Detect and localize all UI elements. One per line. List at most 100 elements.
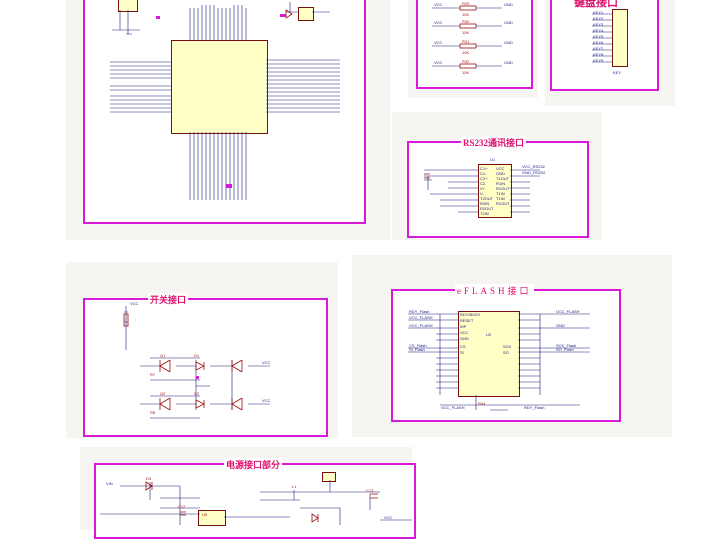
eflash-net-bottom: VCC_FLASH — [441, 405, 465, 410]
relay-title: 开关接口 — [148, 293, 189, 306]
eflash-net-bottom: RDY_Flash — [524, 405, 545, 410]
relay-supply: VCC — [130, 301, 139, 306]
relay-part: D2 — [194, 391, 200, 396]
relay-part: R8 — [150, 410, 156, 415]
resistor-ref: R29 — [462, 1, 470, 6]
net-label: VCC — [434, 40, 443, 45]
net-label: GND — [504, 20, 513, 25]
keyboard-pin: KEY8 — [593, 52, 604, 57]
rs232-pin-right: R1IN — [496, 181, 506, 186]
eflash-chip — [458, 311, 520, 397]
relay-part: Q1 — [160, 353, 166, 358]
rs232-title: RS232通讯接口 — [461, 136, 527, 149]
net-label: GND — [504, 2, 513, 7]
power-part: D3 — [146, 476, 152, 481]
eflash-net-right: GND — [556, 323, 565, 328]
rs232-pin-left: V+ — [480, 186, 486, 191]
rs232-net: GND_RS232 — [522, 170, 546, 175]
keyboard-frame — [550, 0, 659, 91]
rs232-chip-ref: U1 — [490, 157, 496, 162]
rs232-pin-right: R1OUT — [496, 186, 510, 191]
relay-part: R7 — [150, 372, 156, 377]
rs232-pin-left: C1+ — [480, 166, 488, 171]
eflash-pin: SCK — [503, 344, 512, 349]
relay-net: VCC — [262, 398, 271, 403]
net-label: GND — [504, 40, 513, 45]
relay-part: D1 — [194, 353, 200, 358]
eflash-net-left: VCC_FLASH — [409, 315, 433, 320]
keyboard-pin: KEY4 — [593, 28, 604, 33]
rs232-pin-left: T2IN — [480, 211, 489, 216]
eflash-net-right: SCK_Flash — [556, 343, 577, 348]
power-title: 电源接口部分 — [224, 458, 283, 471]
resistor-value: 10K — [462, 12, 470, 17]
rs232-pin-right: T1IN — [496, 191, 505, 196]
rs232-pin-right: R1OUT — [496, 201, 510, 206]
rs232-pin-right: T1OUT — [496, 176, 510, 181]
rs232-pin-right: T1IN — [496, 196, 505, 201]
resistor-value: 10K — [462, 70, 470, 75]
eflash-net-right: VCC_FLASH — [556, 309, 580, 314]
eflash-pin: RESET — [460, 318, 474, 323]
power-net: VCC — [384, 515, 393, 520]
keyboard-pin: KEY7 — [593, 46, 604, 51]
eflash-pin: SI — [460, 350, 464, 355]
power-part: C13 — [366, 488, 374, 493]
power-net: VIN — [106, 481, 113, 486]
mcu-chip — [171, 40, 268, 134]
eflash-pin: WP — [460, 324, 467, 329]
resistor-ref: R31 — [462, 39, 470, 44]
rs232-pin-left: V- — [480, 191, 484, 196]
keyboard-pin: KEY6 — [593, 40, 604, 45]
rs232-pin-left: R2OUT — [480, 206, 494, 211]
eflash-resistor-ref: R44 — [478, 401, 486, 406]
eflash-pin: VCC — [460, 330, 469, 335]
rs232-pin-right: VCC — [496, 166, 505, 171]
keyboard-pin: KEY5 — [593, 34, 604, 39]
eflash-title: eFLASH接口 — [455, 284, 534, 297]
eflash-chip-ref: U2 — [486, 332, 492, 337]
eflash-pin: CS — [460, 344, 466, 349]
eflash-pin: RDY/BUSY — [460, 312, 481, 317]
eflash-net-left: SI_Flash — [409, 347, 425, 352]
eflash-pin: GND — [460, 336, 469, 341]
rs232-pin-left: C2- — [480, 181, 487, 186]
rs232-pin-left: T2OUT — [480, 196, 494, 201]
power-header — [322, 472, 336, 482]
eflash-net-right: SO_Flash — [556, 347, 574, 352]
power-part: C12 — [178, 504, 186, 509]
keyboard-connector-ref: KEY — [613, 70, 622, 75]
net-label: VCC — [434, 2, 443, 7]
net-label: VCC — [434, 60, 443, 65]
keyboard-title: 键盘接口 — [572, 0, 620, 10]
keyboard-pin: KEY2 — [593, 16, 604, 21]
keyboard-connector — [612, 9, 628, 67]
keyboard-pin: KEY1 — [593, 10, 604, 15]
keyboard-pin: KEY3 — [593, 22, 604, 27]
rs232-pin-right: GND — [496, 171, 505, 176]
rs232-chip — [478, 164, 512, 218]
keyboard-pin: KEY9 — [593, 58, 604, 63]
power-regulator-chip — [198, 510, 226, 526]
eflash-pin: SO — [503, 350, 509, 355]
regulator-chip — [298, 7, 314, 21]
net-label: GND — [504, 60, 513, 65]
rs232-pin-left: C1- — [480, 171, 487, 176]
eflash-net-left: RDY_Flash — [409, 309, 430, 314]
eflash-net-left: CS_Flash — [409, 343, 427, 348]
rs232-pin-left: C2+ — [480, 176, 488, 181]
power-part: U5 — [202, 512, 208, 517]
relay-net: VCC — [262, 360, 271, 365]
power-part: L1 — [292, 484, 297, 489]
net-label: VCC — [434, 20, 443, 25]
rs232-net: VCC_RS232 — [522, 164, 545, 169]
rs232-pin-left: R2IN — [480, 201, 490, 206]
resistor-ref: R30 — [462, 19, 470, 24]
resistor-ref: R32 — [462, 59, 470, 64]
resistor-value: 10K — [462, 30, 470, 35]
eflash-net-left: VCC_FLASH — [409, 323, 433, 328]
resistor-frame — [416, 0, 533, 89]
resistor-value: 10K — [462, 50, 470, 55]
relay-part: Q2 — [160, 391, 166, 396]
